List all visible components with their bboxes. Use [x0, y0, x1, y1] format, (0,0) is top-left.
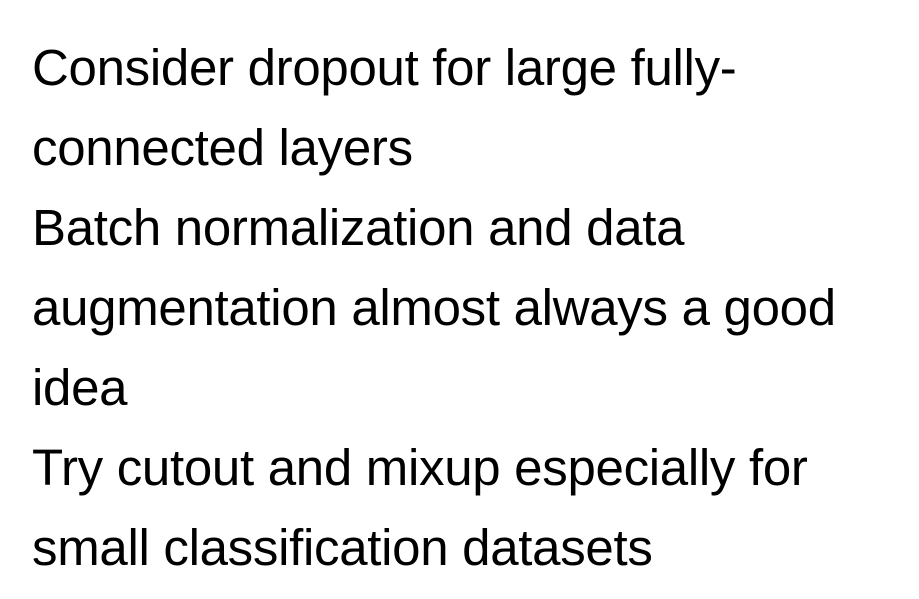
bullet-list: Consider dropout for large fully-connect…	[32, 28, 912, 588]
bullet-item-dropout: Consider dropout for large fully-connect…	[32, 39, 737, 176]
bullet-item-batchnorm-augmentation: Batch normalization and data augmentatio…	[32, 199, 836, 416]
bullet-item-cutout-mixup: Try cutout and mixup especially for smal…	[32, 439, 808, 576]
